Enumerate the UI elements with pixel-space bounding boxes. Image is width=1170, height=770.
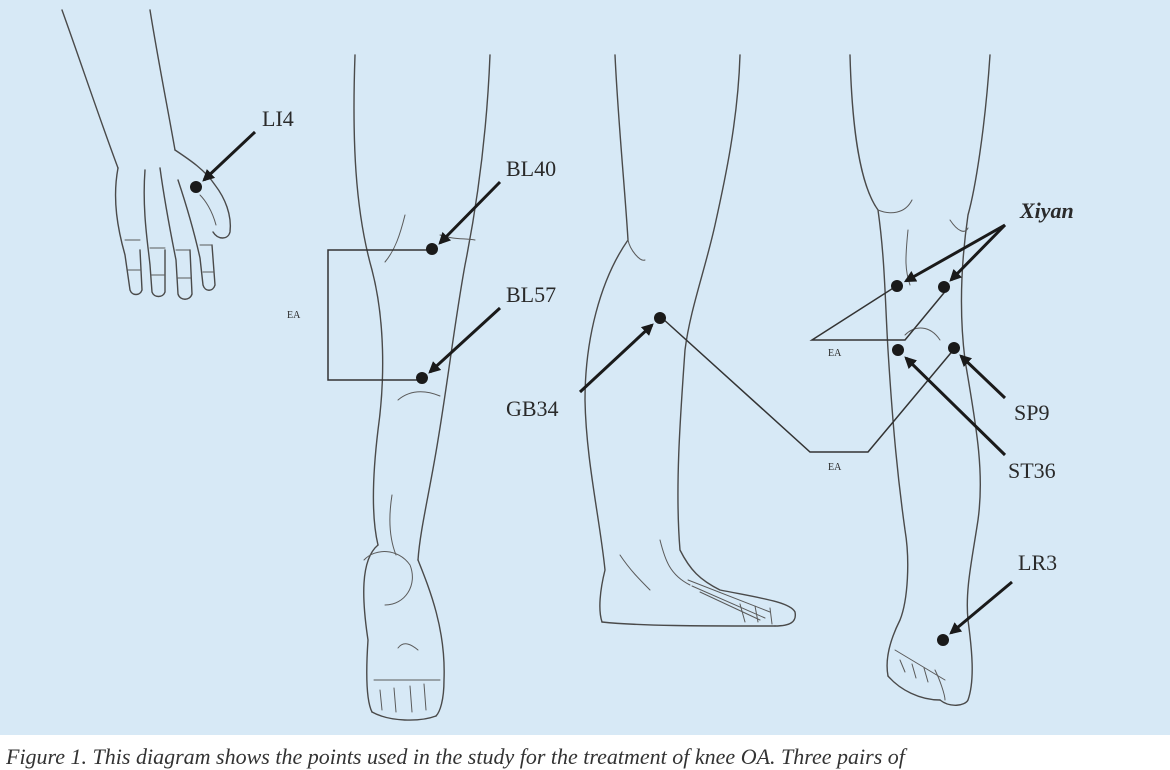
ea-wire-lateral [661,317,956,453]
acupuncture-figure: LI4 BL40 BL57 GB34 Xiyan SP9 ST36 LR3 EA… [61,9,1074,721]
bl57-label: BL57 [506,282,556,307]
xiyan-point-lateral [938,281,950,293]
ea-wire-knee [809,284,949,341]
lateral-leg-illustration [584,54,797,627]
xiyan-point-medial [891,280,903,292]
bl40-arrow [438,180,502,245]
ea-label-lateral: EA [828,462,842,473]
point-labels: LI4 BL40 BL57 GB34 Xiyan SP9 ST36 LR3 EA… [262,106,1074,575]
xiyan-arrow-1 [903,223,1006,283]
gb34-label: GB34 [506,396,559,421]
lr3-point [937,634,949,646]
bl57-arrow [428,306,502,374]
ea-bracket-back [327,249,430,381]
back-leg-illustration [353,54,491,721]
sp9-arrow [959,354,1007,400]
ea-label-knee: EA [828,348,842,359]
bl40-label: BL40 [506,156,556,181]
st36-point [892,344,904,356]
st36-label: ST36 [1008,458,1056,483]
bl40-point [426,243,438,255]
lr3-arrow [949,580,1013,635]
gb34-point [654,312,666,324]
hand-illustration [61,9,232,300]
figure-caption: Figure 1. This diagram shows the points … [6,744,905,769]
sp9-point [948,342,960,354]
lr3-label: LR3 [1018,550,1057,575]
needle-points [190,130,1013,646]
st36-arrow [904,356,1007,457]
sp9-label: SP9 [1014,400,1049,425]
li4-label: LI4 [262,106,294,131]
li4-point [190,181,202,193]
li4-arrow [202,130,257,182]
ea-label-back: EA [287,310,301,321]
diagram-panel: LI4 BL40 BL57 GB34 Xiyan SP9 ST36 LR3 EA… [0,0,1170,735]
gb34-arrow [578,323,654,394]
bl57-point [416,372,428,384]
xiyan-label: Xiyan [1019,198,1074,223]
front-leg-illustration [849,54,991,706]
ea-connections [327,249,956,453]
xiyan-arrow-2 [949,223,1007,282]
